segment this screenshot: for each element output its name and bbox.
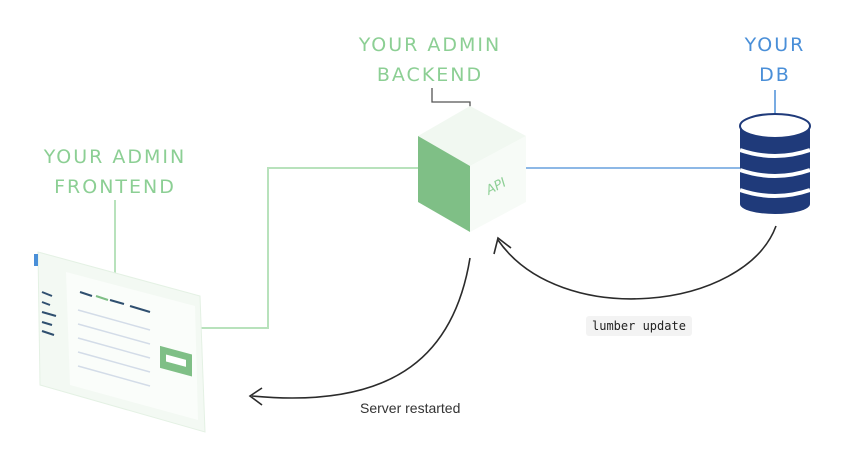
db-label: YOUR DB [720, 30, 830, 90]
frontend-label-line2: FRONTEND [54, 176, 176, 198]
lumber-update-command: lumber update [586, 316, 692, 336]
api-cube: API [418, 106, 526, 232]
server-restarted-caption: Server restarted [360, 400, 461, 416]
backend-label-line2: BACKEND [376, 64, 484, 86]
frontend-label: YOUR ADMIN FRONTEND [20, 142, 210, 202]
backend-label: YOUR ADMIN BACKEND [340, 30, 520, 90]
frontend-screen-mockup [34, 251, 206, 433]
server-restart-arrowhead [248, 387, 263, 406]
frontend-label-line1: YOUR ADMIN [43, 146, 187, 168]
frontend-to-api-line [200, 167, 418, 329]
db-label-line1: YOUR [744, 34, 806, 56]
db-label-line2: DB [759, 64, 791, 86]
server-restart-arrow [251, 257, 471, 399]
backend-label-line1: YOUR ADMIN [358, 34, 502, 56]
database-icon [739, 113, 811, 214]
lumber-update-arrowhead [493, 236, 512, 255]
lumber-update-arrow [497, 225, 777, 300]
